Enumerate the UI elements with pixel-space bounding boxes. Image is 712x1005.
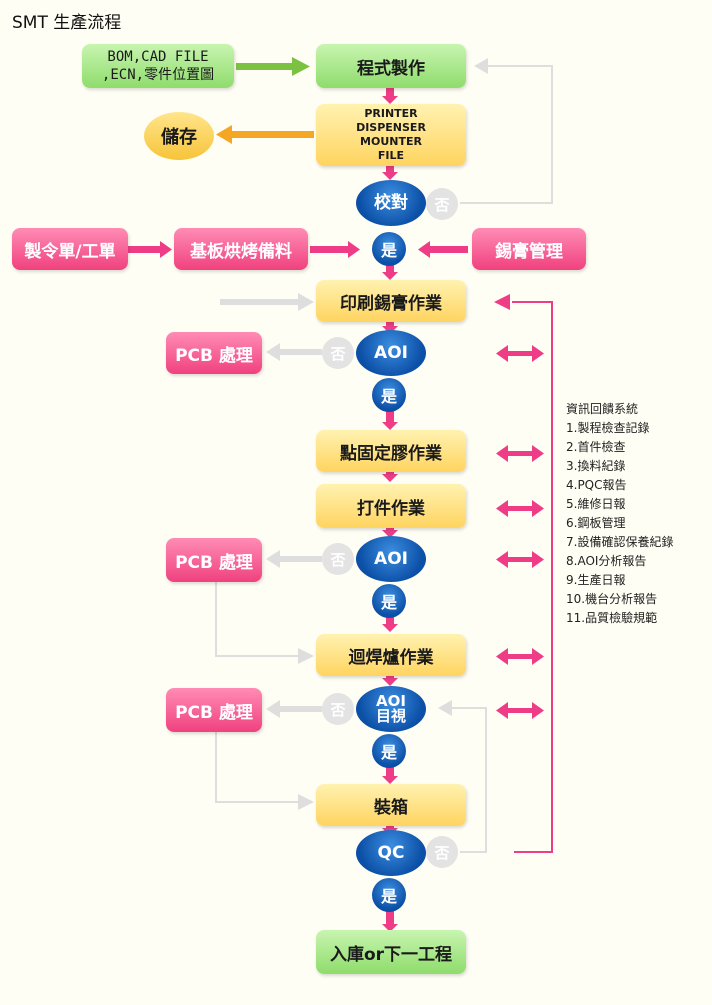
node-bom: BOM,CAD FILE ,ECN,零件位置圖 xyxy=(82,44,234,88)
arrow-reflow-to-aoi3 xyxy=(382,676,398,686)
node-print: 印刷錫膏作業 xyxy=(316,280,466,322)
loop-pcb2-to-reflow xyxy=(215,582,300,657)
node-pcb-1: PCB 處理 xyxy=(166,332,262,374)
no-badge-aoi2: 否 xyxy=(322,543,354,575)
double-arrow-aoi3 xyxy=(496,702,544,719)
feedback-list: 1.製程檢查記錄 2.首件檢查 3.換料紀錄 4.PQC報告 5.維修日報 6.… xyxy=(566,419,673,628)
node-storage: 儲存 xyxy=(144,112,214,160)
feedback-item: 8.AOI分析報告 xyxy=(566,554,647,568)
yes-badge-aoi3: 是 xyxy=(372,734,406,768)
feedback-item: 4.PQC報告 xyxy=(566,478,627,492)
node-glue: 點固定膠作業 xyxy=(316,430,466,472)
yes-badge-aoi2: 是 xyxy=(372,584,406,618)
arrow-yes-to-reflow xyxy=(382,612,398,632)
feedback-double-arrows xyxy=(496,345,544,719)
arrow-order-to-bake xyxy=(126,241,172,258)
loop-arrowhead-program xyxy=(474,58,488,74)
node-stock: 入庫or下一工程 xyxy=(316,930,466,974)
arrow-yes-to-glue xyxy=(382,410,398,430)
arrow-yes-to-print xyxy=(382,262,398,280)
feedback-item: 9.生產日報 xyxy=(566,573,626,587)
arrow-bom-to-program xyxy=(236,57,310,76)
double-arrow-aoi2 xyxy=(496,551,544,568)
page-title: SMT 生產流程 xyxy=(12,13,122,33)
no-badge-qc: 否 xyxy=(426,836,458,868)
feedback-item: 10.機台分析報告 xyxy=(566,592,658,606)
node-pack: 裝箱 xyxy=(316,784,466,826)
node-aoi-3: AOI 目視 xyxy=(356,686,426,732)
feedback-arrowhead-print xyxy=(494,294,510,310)
loop-qc-no-to-aoi3 xyxy=(450,707,487,853)
no-badge-aoi1: 否 xyxy=(322,337,354,369)
no-badge-aoi3: 否 xyxy=(322,693,354,725)
feedback-bracket xyxy=(512,301,553,853)
double-arrow-aoi1 xyxy=(496,345,544,362)
node-bake: 基板烘烤備料 xyxy=(174,228,308,270)
arrow-yes-to-stock xyxy=(382,906,398,932)
loop-arrowhead-pack xyxy=(298,794,314,810)
arrow-file-to-verify xyxy=(382,166,398,180)
node-aoi-2: AOI xyxy=(356,536,426,582)
node-program: 程式製作 xyxy=(316,44,466,88)
arrow-bake-to-yes xyxy=(310,241,360,258)
no-arrows-to-pcb xyxy=(266,343,322,718)
arrow-file-to-storage xyxy=(216,125,314,144)
node-pcb-2: PCB 處理 xyxy=(166,538,262,582)
double-arrow-reflow xyxy=(496,648,544,665)
feedback-item: 5.維修日報 xyxy=(566,497,626,511)
yes-badge-verify: 是 xyxy=(372,232,406,266)
node-reflow: 迴焊爐作業 xyxy=(316,634,466,676)
node-file: PRINTER DISPENSER MOUNTER FILE xyxy=(316,104,466,166)
feedback-title: 資訊回饋系統 xyxy=(566,402,639,416)
feedback-item: 3.換料紀錄 xyxy=(566,459,626,473)
feedback-item: 6.鋼板管理 xyxy=(566,516,626,530)
loop-verify-no-to-program xyxy=(460,65,553,204)
arrow-yes-to-pack xyxy=(382,764,398,784)
node-solder-mgmt: 錫膏管理 xyxy=(472,228,586,270)
node-qc: QC xyxy=(356,830,426,876)
loop-arrowhead-reflow xyxy=(298,648,314,664)
feedback-item: 2.首件檢查 xyxy=(566,440,626,454)
feedback-item: 1.製程檢查記錄 xyxy=(566,421,650,435)
node-verify: 校對 xyxy=(356,180,426,226)
feedback-item: 11.品質檢驗規範 xyxy=(566,611,658,625)
yes-badge-aoi1: 是 xyxy=(372,378,406,412)
arrow-program-to-file xyxy=(382,88,398,104)
node-order: 製令單/工單 xyxy=(12,228,128,270)
arrow-solder-to-yes xyxy=(418,241,468,258)
arrow-into-print xyxy=(220,293,314,311)
node-mount: 打件作業 xyxy=(316,484,466,528)
no-badge-verify: 否 xyxy=(426,188,458,220)
loop-arrowhead-aoi3 xyxy=(438,700,452,716)
node-aoi-1: AOI xyxy=(356,330,426,376)
node-pcb-3: PCB 處理 xyxy=(166,688,262,732)
double-arrow-mount xyxy=(496,500,544,517)
loop-pcb3-to-pack xyxy=(215,732,300,803)
double-arrow-glue xyxy=(496,445,544,462)
feedback-item: 7.設備確認保養紀錄 xyxy=(566,535,674,549)
arrow-glue-to-mount xyxy=(382,472,398,482)
arrow-mount-to-aoi2 xyxy=(382,528,398,538)
yes-badge-qc: 是 xyxy=(372,878,406,912)
